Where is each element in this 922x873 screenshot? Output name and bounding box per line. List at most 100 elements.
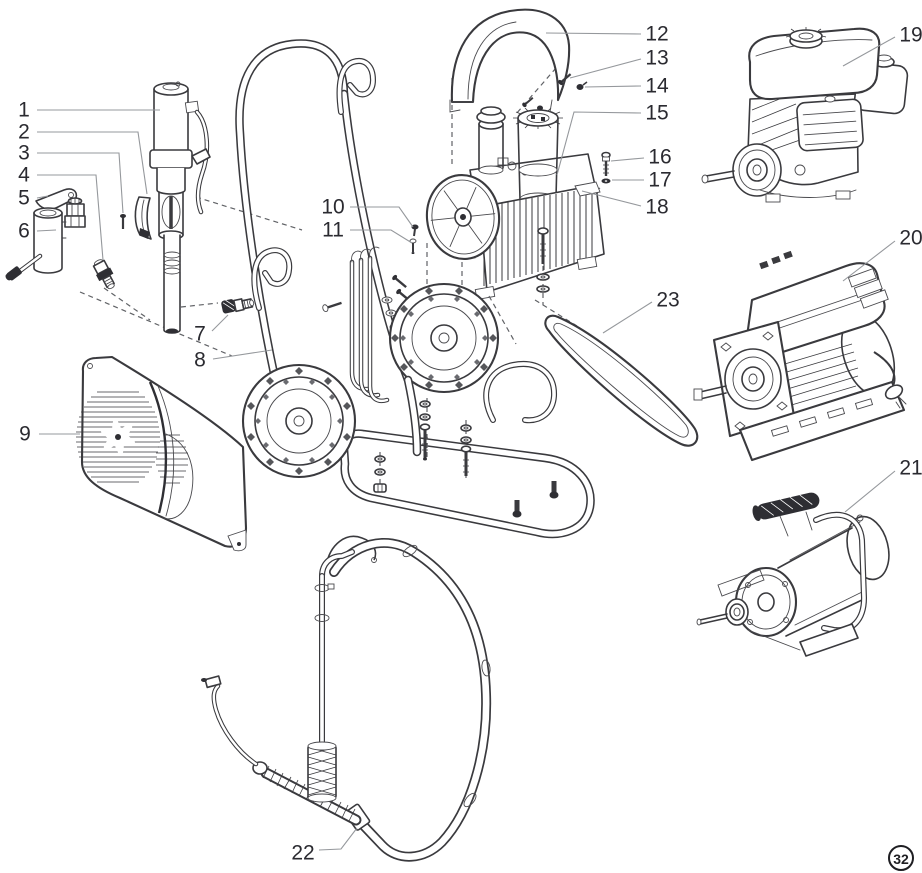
fitting-part-4 (92, 259, 115, 290)
callout-number: 11 (322, 219, 344, 242)
leader-line (581, 190, 642, 207)
breather-cylinder (476, 106, 506, 175)
callout-19: 19 (842, 24, 922, 67)
callout-number: 4 (18, 164, 30, 187)
callout-16: 16 (610, 146, 672, 169)
engine-pulley (701, 143, 782, 197)
leader-line (350, 206, 414, 228)
callout-number: 1 (18, 99, 30, 122)
fuel-cap (785, 27, 827, 49)
callout-number: 18 (645, 196, 668, 219)
callout-2: 2 (18, 121, 148, 195)
callout-15: 15 (556, 102, 669, 176)
belt-illustration (544, 314, 699, 447)
leader-line (610, 157, 645, 162)
leader-line (602, 301, 653, 334)
callout-13: 13 (569, 47, 669, 79)
callout-12: 12 (545, 23, 669, 46)
leader-line (584, 85, 642, 88)
leader-line (37, 152, 124, 214)
motor-handle-grip (752, 492, 820, 522)
shroud-screw-13 (558, 73, 572, 86)
front-wheel-illustration (241, 363, 357, 479)
hydraulic-power-unit-illustration (425, 106, 611, 305)
callout-18: 18 (581, 190, 669, 219)
leader-line (211, 314, 229, 332)
belt-guard-cover-illustration (76, 355, 248, 552)
screw-10 (411, 224, 419, 237)
clamp-part-2 (134, 196, 152, 240)
gas-engine-illustration (701, 27, 909, 203)
leader-line (36, 195, 49, 199)
leader-line (36, 229, 57, 232)
callout-7: 7 (194, 314, 229, 346)
pail-bracket (352, 246, 387, 401)
callout-number: 3 (18, 142, 30, 165)
callout-number: 14 (645, 75, 669, 98)
screw-11 (409, 238, 417, 254)
callout-number: 2 (18, 121, 30, 144)
leader-line (545, 32, 642, 35)
hose-grip (307, 741, 337, 803)
dc-motor-illustration (696, 492, 890, 657)
callout-number: 12 (645, 23, 668, 46)
fan-grille (76, 391, 188, 484)
rear-wheel-illustration (388, 282, 500, 394)
leader-line (37, 131, 148, 195)
callout-number: 15 (645, 102, 668, 125)
under-cart-fasteners (373, 224, 472, 493)
mounting-bolt-under-unit (536, 227, 550, 305)
callout-number: 16 (648, 146, 671, 169)
leader-line (842, 36, 896, 67)
callout-number: 21 (899, 457, 922, 480)
callout-3: 3 (18, 142, 124, 214)
callout-1: 1 (18, 99, 160, 122)
plug-part-7 (221, 298, 255, 314)
siphon-hose-illustration (201, 535, 491, 856)
leader-line (842, 240, 896, 282)
callout-9: 9 (19, 423, 80, 446)
callout-number: 8 (194, 349, 206, 372)
electric-motor-illustration (693, 250, 907, 462)
callout-21: 21 (844, 457, 922, 513)
screw-part-3 (120, 214, 126, 229)
bolt-16 (601, 151, 611, 176)
callout-number: 22 (291, 842, 314, 865)
valve-and-cup-part-6 (5, 197, 86, 281)
callout-number: 6 (18, 220, 30, 243)
callout-6: 6 (18, 220, 57, 243)
callout-number: 10 (321, 196, 344, 219)
callout-number: 5 (18, 187, 30, 210)
leader-line (37, 174, 104, 261)
callout-number: 13 (645, 47, 668, 70)
callout-10: 10 (321, 196, 414, 228)
callout-23: 23 (602, 289, 680, 334)
pump-body (149, 81, 211, 334)
callout-number: 23 (656, 289, 679, 312)
leader-line (569, 58, 642, 79)
page-number-circle (888, 845, 914, 871)
callout-number: 9 (19, 423, 31, 446)
callout-number: 7 (194, 323, 206, 346)
callout-number: 17 (648, 169, 671, 192)
fluid-pump-illustration (5, 81, 255, 334)
cart-bed-illustration (344, 364, 591, 534)
dc-motor-pulley (696, 598, 749, 626)
callout-14: 14 (584, 75, 669, 98)
callout-number: 19 (899, 24, 922, 47)
leader-line (318, 827, 358, 851)
callout-8: 8 (194, 349, 273, 372)
page-number: 32 (893, 851, 909, 867)
shroud-screw-14 (576, 81, 588, 90)
callout-5: 5 (18, 187, 49, 210)
washer-17 (601, 178, 611, 184)
callout-number: 20 (899, 227, 922, 250)
leader-line (212, 349, 273, 360)
callout-4: 4 (18, 164, 104, 261)
leader-line (350, 229, 413, 244)
callout-11: 11 (322, 219, 413, 244)
belt-guard-shroud-illustration (449, 8, 588, 113)
drive-pulley (425, 174, 501, 260)
